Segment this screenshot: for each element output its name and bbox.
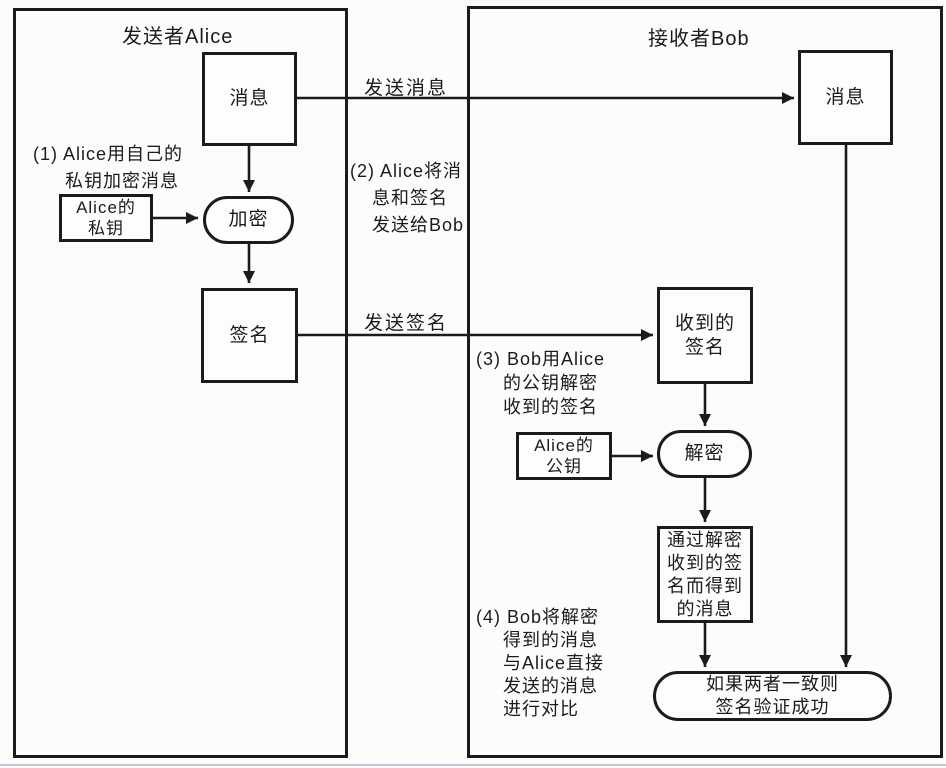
signature-box: 签名 xyxy=(201,288,298,383)
send-signature-label: 发送签名 xyxy=(364,313,449,334)
step2-note: (2) Alice将消 息和签名 发送给Bob xyxy=(350,161,465,235)
receiver-message-box: 消息 xyxy=(798,50,893,145)
verify-result-node: 如果两者一致则 签名验证成功 xyxy=(653,671,892,721)
scan-edge-line xyxy=(0,764,946,766)
decrypt-node: 解密 xyxy=(657,430,752,478)
received-signature-box: 收到的 签名 xyxy=(657,287,753,384)
receiver-message-label: 消息 xyxy=(825,86,866,108)
receiver-panel-title: 接收者Bob xyxy=(648,28,750,50)
sender-message-box: 消息 xyxy=(202,52,297,146)
encrypt-label: 加密 xyxy=(228,209,269,230)
send-message-label: 发送消息 xyxy=(364,78,449,99)
sender-panel xyxy=(13,8,348,758)
signature-label: 签名 xyxy=(229,324,270,346)
derived-message-box: 通过解密 收到的签 名而得到 的消息 xyxy=(657,526,753,623)
step1-note: (1) Alice用自己的 私钥加密消息 xyxy=(33,144,184,191)
decrypt-label: 解密 xyxy=(684,443,725,464)
receiver-panel xyxy=(467,6,943,758)
step4-note: (4) Bob将解密 得到的消息 与Alice直接 发送的消息 进行对比 xyxy=(476,607,605,719)
encrypt-node: 加密 xyxy=(203,196,294,244)
alice-private-key-box: Alice的 私钥 xyxy=(59,194,153,242)
step3-note: (3) Bob用Alice 的公钥解密 收到的签名 xyxy=(476,349,606,417)
alice-public-key-box: Alice的 公钥 xyxy=(516,432,612,480)
sender-panel-title: 发送者Alice xyxy=(122,26,234,48)
sender-message-label: 消息 xyxy=(229,88,270,109)
